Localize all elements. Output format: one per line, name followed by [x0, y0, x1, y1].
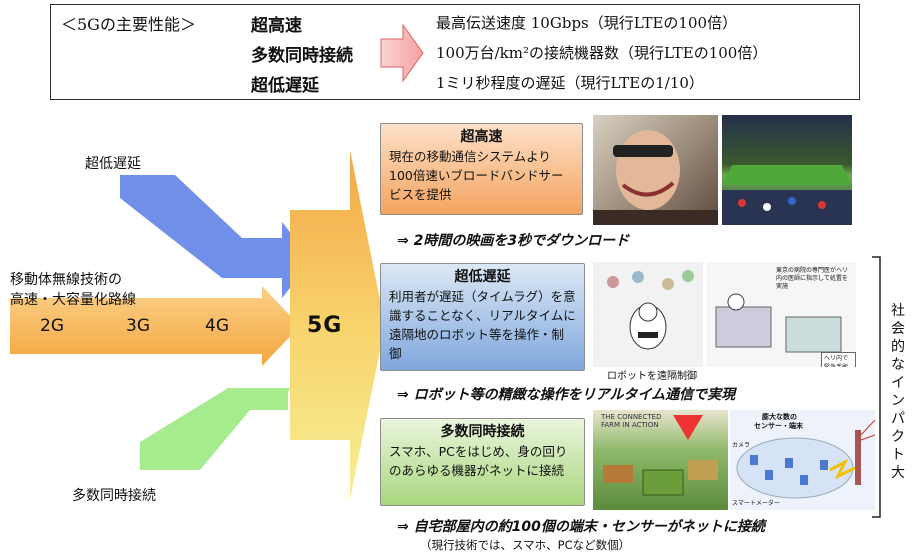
summary-item-desc: 100万台/km²の接続機器数（現行LTEの100倍） — [436, 44, 768, 62]
roadmap-arrow-icon — [10, 286, 300, 366]
feature-title: 多数同時接続 — [440, 424, 525, 440]
low-latency-arrow-icon — [120, 175, 312, 298]
summary-heading: ＜5Gの主要性能＞ — [61, 15, 196, 34]
massive-connection-arrow-icon — [140, 338, 318, 470]
impact-char: な — [891, 357, 905, 373]
operator-text: 東京の病院の専門医がヘリ内の医師に指示して処置を実施 — [776, 267, 849, 290]
camera-label: カメラ — [732, 442, 751, 449]
impact-char: 的 — [891, 339, 905, 355]
impact-char: ン — [891, 393, 905, 409]
summary-item-desc: 最高伝送速度 10Gbps（現行LTEの100倍） — [436, 14, 738, 32]
summary-item-name: 多数同時接続 — [251, 46, 353, 66]
summary-arrow-icon — [380, 23, 424, 83]
impact-char: 社 — [891, 303, 905, 319]
summary-item-name: 超低遅延 — [251, 76, 319, 96]
feature-box-high-speed: 超高速 現在の移動通信システムより100倍速いブロードバンドサービスを提供 — [380, 123, 583, 215]
impact-char: ト — [891, 447, 905, 463]
farm-title-line1: THE CONNECTED — [601, 413, 662, 421]
result-massive-connection: ⇒ 自宅部屋内の約100個の端末・センサーがネットに接続 — [397, 519, 765, 535]
summary-box: ＜5Gの主要性能＞ 超高速 多数同時接続 超低遅延 最高伝送速度 10Gbps（… — [50, 4, 860, 100]
sensors-label-line1: 膨大な数の — [762, 413, 797, 421]
summary-arrow-graphic — [380, 23, 424, 83]
farm-title-line2: FARM IN ACTION — [601, 421, 659, 429]
feature-box-massive-connection: 多数同時接続 スマホ、PCをはじめ、身の回りのあらゆる機器がネットに接続 — [380, 418, 585, 506]
impact-char: ク — [891, 429, 905, 445]
generation-3g: 3G — [126, 316, 150, 336]
meter-label: スマートメーター — [732, 500, 780, 507]
heli-caption: ヘリ内で緊急手術 — [821, 352, 856, 367]
5g-label: 5G — [307, 313, 343, 338]
concert-fan-photo — [593, 115, 718, 225]
feature-body: 現在の移動通信システムより100倍速いブロードバンドサービスを提供 — [389, 149, 564, 202]
generation-2g: 2G — [40, 316, 64, 336]
convergence-arrows — [10, 150, 385, 500]
result-low-latency: ⇒ ロボット等の精緻な操作をリアルタイム通信で実現 — [397, 387, 736, 403]
low-latency-label: 超低遅延 — [85, 156, 141, 172]
5g-center-arrow-icon — [290, 150, 385, 500]
impact-char: イ — [891, 375, 905, 391]
generation-4g: 4G — [205, 316, 229, 336]
roadmap-label-line1: 移動体無線技術の — [10, 272, 122, 288]
feature-body: 利用者が遅延（タイムラグ）を意識することなく、リアルタイムに遠隔地のロボット等を… — [389, 289, 576, 361]
summary-item-desc: 1ミリ秒程度の遅延（現行LTEの1/10） — [436, 74, 704, 92]
massive-connection-label: 多数同時接続 — [72, 488, 156, 504]
impact-bracket-icon — [872, 256, 881, 518]
remote-surgery-illustration: 東京の病院の専門医がヘリ内の医師に指示して処置を実施 ヘリ内で緊急手術 — [706, 262, 856, 367]
connected-farm-illustration: THE CONNECTED FARM IN ACTION — [593, 410, 728, 510]
feature-box-low-latency: 超低遅延 利用者が遅延（タイムラグ）を意識することなく、リアルタイムに遠隔地のロ… — [380, 263, 585, 371]
feature-body: スマホ、PCをはじめ、身の回りのあらゆる機器がネットに接続 — [389, 444, 568, 478]
roadmap-label-line2: 高速・大容量化路線 — [10, 292, 136, 308]
robot-crowd-illustration — [593, 262, 703, 367]
feature-title: 超低遅延 — [454, 269, 511, 285]
stadium-photo — [722, 115, 852, 225]
impact-char: パ — [891, 411, 905, 427]
impact-char: 大 — [891, 465, 905, 481]
sensors-label-line2: センサー・端末 — [754, 422, 803, 430]
result-high-speed: ⇒ 2時間の映画を3秒でダウンロード — [397, 233, 630, 249]
impact-char: 会 — [891, 321, 905, 337]
robot-caption: ロボットを遠隔制御 — [607, 371, 697, 382]
current-tech-note: （現行技術では、スマホ、PCなど数個） — [420, 538, 631, 552]
summary-item-name: 超高速 — [251, 16, 302, 36]
feature-title: 超高速 — [460, 129, 503, 145]
sensor-network-illustration: 膨大な数の センサー・端末 カメラ スマートメーター — [730, 410, 875, 510]
